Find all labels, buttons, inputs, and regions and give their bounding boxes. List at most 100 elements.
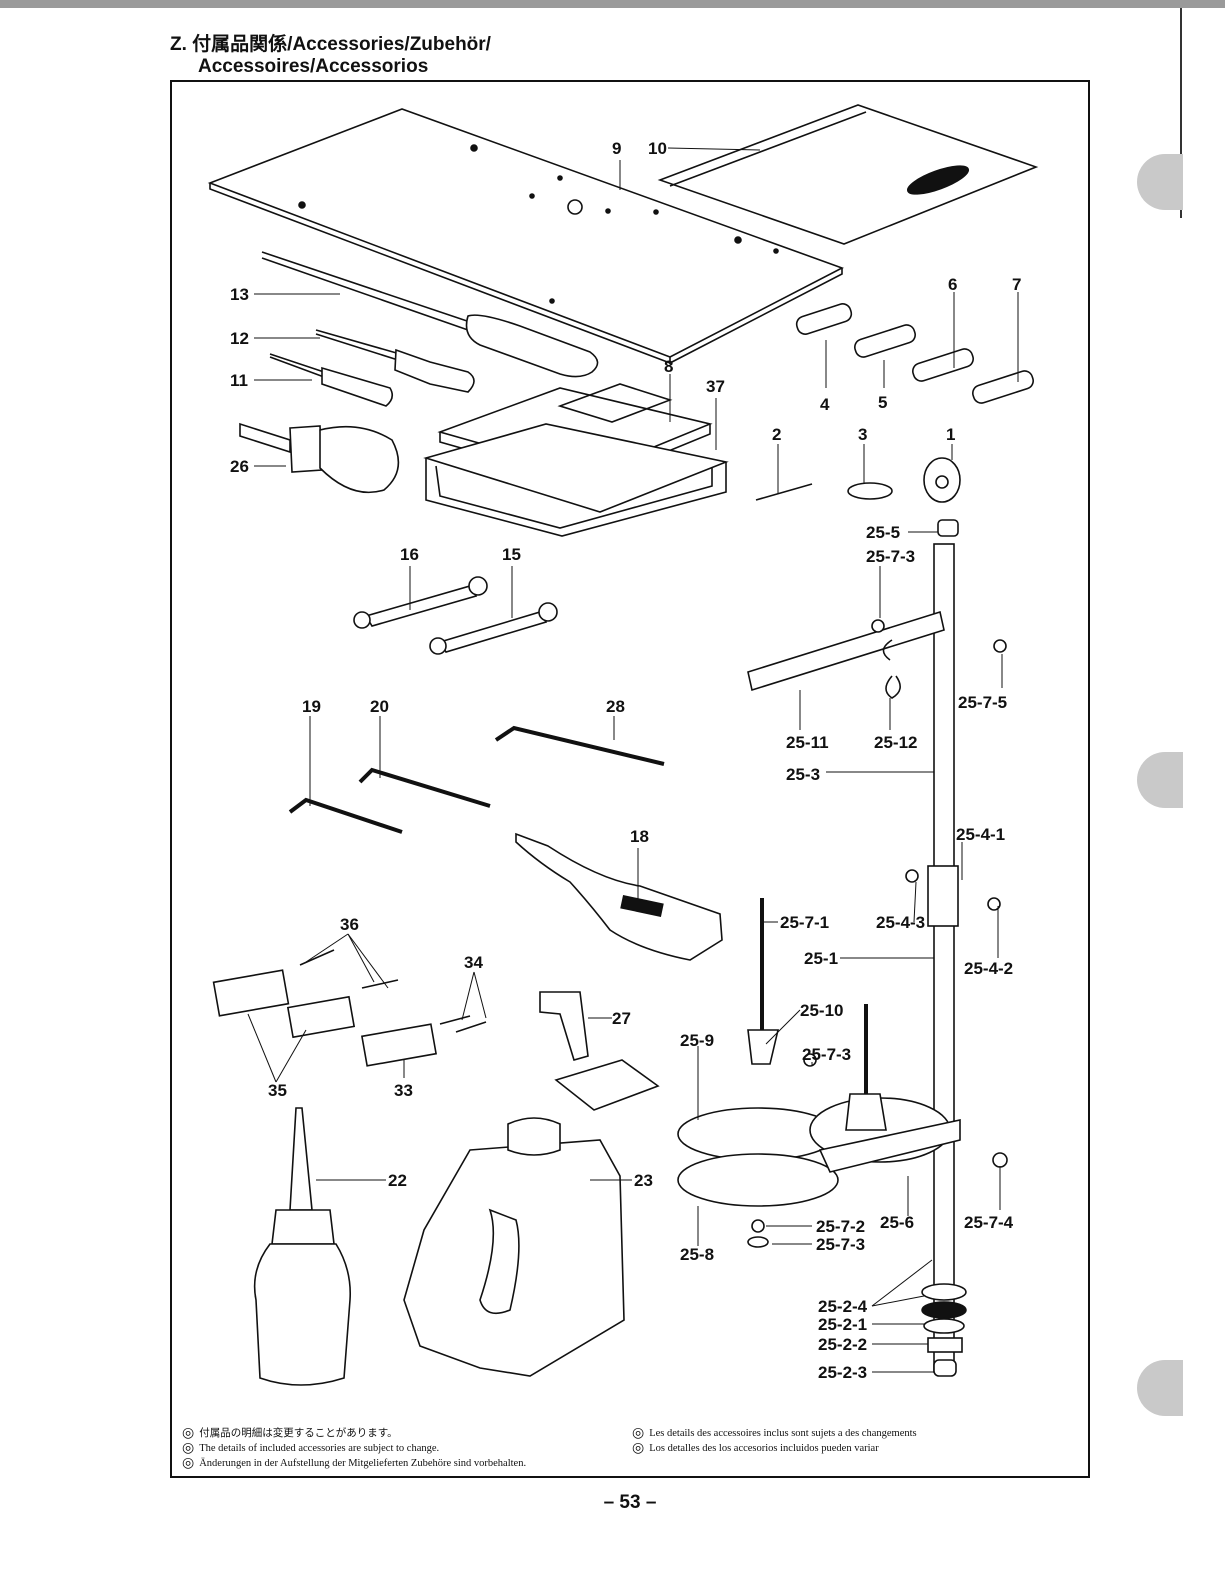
section-header: Z. 付属品関係/Accessories/Zubehör/ Accessoire… <box>170 34 491 78</box>
callout-leader-lines <box>247 147 1019 1373</box>
callout-25-4-3: 25-4-3 <box>876 913 925 932</box>
callout-18: 18 <box>630 827 649 846</box>
callout-25-10: 25-10 <box>800 1001 843 1020</box>
callout-25-4-2: 25-4-2 <box>964 959 1013 978</box>
callout-13: 13 <box>230 285 249 304</box>
callout-labels: 9 10 13 12 11 26 8 37 4 5 6 7 2 3 1 25-5… <box>230 139 1021 1382</box>
note-text: Los detalles des los accesorios incluido… <box>649 1443 879 1454</box>
screwdriver-small-part <box>269 353 394 407</box>
callout-15: 15 <box>502 545 521 564</box>
table-plate-part <box>207 108 844 365</box>
page-edge-line <box>1180 8 1182 218</box>
disk-case-part <box>423 423 729 537</box>
note-english: ◎ The details of included accessories ar… <box>182 1441 526 1456</box>
callout-25-3: 25-3 <box>786 765 820 784</box>
note-german: ◎ Änderungen in der Aufstellung der Mitg… <box>182 1456 526 1471</box>
stubby-screwdriver-part <box>239 422 400 494</box>
callout-25-2-2: 25-2-2 <box>818 1335 867 1354</box>
page-number: – 53 – <box>603 1492 657 1513</box>
callout-36: 36 <box>340 915 359 934</box>
note-french: ◎ Les details des accessoires inclus son… <box>632 1426 917 1441</box>
callout-25-7-1: 25-7-1 <box>780 913 829 932</box>
callout-37: 37 <box>706 377 725 396</box>
note-text: 付属品の明細は変更することがあります。 <box>199 1428 398 1439</box>
note-text: The details of included accessories are … <box>199 1443 440 1454</box>
cover-sheet-part <box>657 104 1039 245</box>
note-text: Änderungen in der Aufstellung der Mitgel… <box>199 1458 527 1469</box>
note-bullet: ◎ <box>182 1456 195 1471</box>
callout-28: 28 <box>606 697 625 716</box>
callout-22: 22 <box>388 1171 407 1190</box>
callout-25-7-3-mid: 25-7-3 <box>802 1045 851 1064</box>
note-bullet: ◎ <box>632 1441 645 1456</box>
callout-25-7-4: 25-7-4 <box>964 1213 1014 1232</box>
callout-4: 4 <box>820 395 830 414</box>
callout-26: 26 <box>230 457 249 476</box>
binder-hole-3 <box>1137 1360 1183 1416</box>
callout-25-9: 25-9 <box>680 1031 714 1050</box>
diagram-frame <box>170 80 1090 1478</box>
callout-25-2-4: 25-2-4 <box>818 1297 868 1316</box>
callout-1: 1 <box>946 425 955 444</box>
callout-25-2-1: 25-2-1 <box>818 1315 867 1334</box>
screwdriver-large-part <box>261 251 599 378</box>
callout-25-6: 25-6 <box>880 1213 914 1232</box>
callout-27: 27 <box>612 1009 631 1028</box>
wrench-parts <box>353 576 558 655</box>
thread-stand-part <box>677 519 1008 1377</box>
tool-handle-part <box>515 832 723 961</box>
callout-25-7-5: 25-7-5 <box>958 693 1007 712</box>
notes-right: ◎ Les details des accessoires inclus son… <box>632 1426 917 1456</box>
callout-11: 11 <box>230 371 248 390</box>
hex-key-parts <box>288 725 665 834</box>
needle-part <box>755 483 813 501</box>
section-title-line1: Z. 付属品関係/Accessories/Zubehör/ <box>170 34 491 55</box>
washer-part <box>847 482 893 500</box>
presser-foot-part <box>539 991 660 1111</box>
callout-20: 20 <box>370 697 389 716</box>
callout-33: 33 <box>394 1081 413 1100</box>
connector-parts <box>212 949 487 1067</box>
callout-19: 19 <box>302 697 321 716</box>
callout-25-5: 25-5 <box>866 523 900 542</box>
note-text: Les details des accessoires inclus sont … <box>649 1428 917 1439</box>
callout-12: 12 <box>230 329 249 348</box>
callout-25-8: 25-8 <box>680 1245 714 1264</box>
note-spanish: ◎ Los detalles des los accesorios inclui… <box>632 1441 917 1456</box>
callout-10: 10 <box>648 139 667 158</box>
callout-35: 35 <box>268 1081 287 1100</box>
callout-3: 3 <box>858 425 867 444</box>
callout-25-7-2: 25-7-2 <box>816 1217 865 1236</box>
note-japanese: ◎ 付属品の明細は変更することがあります。 <box>182 1426 526 1441</box>
callout-25-12: 25-12 <box>874 733 917 752</box>
section-title-line2: Accessoires/Accessorios <box>198 56 429 77</box>
note-bullet: ◎ <box>182 1441 195 1456</box>
callout-7: 7 <box>1012 275 1021 294</box>
thread-guide-pulley-part <box>923 457 961 503</box>
callout-25-4-1: 25-4-1 <box>956 825 1005 844</box>
callout-25-1: 25-1 <box>804 949 838 968</box>
callout-34: 34 <box>464 953 483 972</box>
callout-25-2-3: 25-2-3 <box>818 1363 867 1382</box>
callout-23: 23 <box>634 1171 653 1190</box>
page-top-bar <box>0 0 1225 8</box>
binder-hole-2 <box>1137 752 1183 808</box>
callout-6: 6 <box>948 275 957 294</box>
callout-5: 5 <box>878 393 887 412</box>
binder-hole-1 <box>1137 154 1183 210</box>
note-bullet: ◎ <box>632 1426 645 1441</box>
callout-2: 2 <box>772 425 781 444</box>
callout-25-7-3-top: 25-7-3 <box>866 547 915 566</box>
screwdriver-medium-part <box>315 329 475 393</box>
oil-bottle-part <box>253 1107 352 1386</box>
callout-9: 9 <box>612 139 621 158</box>
note-bullet: ◎ <box>182 1426 195 1441</box>
callout-8: 8 <box>664 357 673 376</box>
notes-left: ◎ 付属品の明細は変更することがあります。 ◎ The details of i… <box>182 1426 526 1471</box>
oil-jug-part <box>403 1117 625 1377</box>
callout-25-11: 25-11 <box>786 733 829 752</box>
callout-25-7-3-low: 25-7-3 <box>816 1235 865 1254</box>
callout-16: 16 <box>400 545 419 564</box>
fuse-parts <box>795 303 1034 404</box>
